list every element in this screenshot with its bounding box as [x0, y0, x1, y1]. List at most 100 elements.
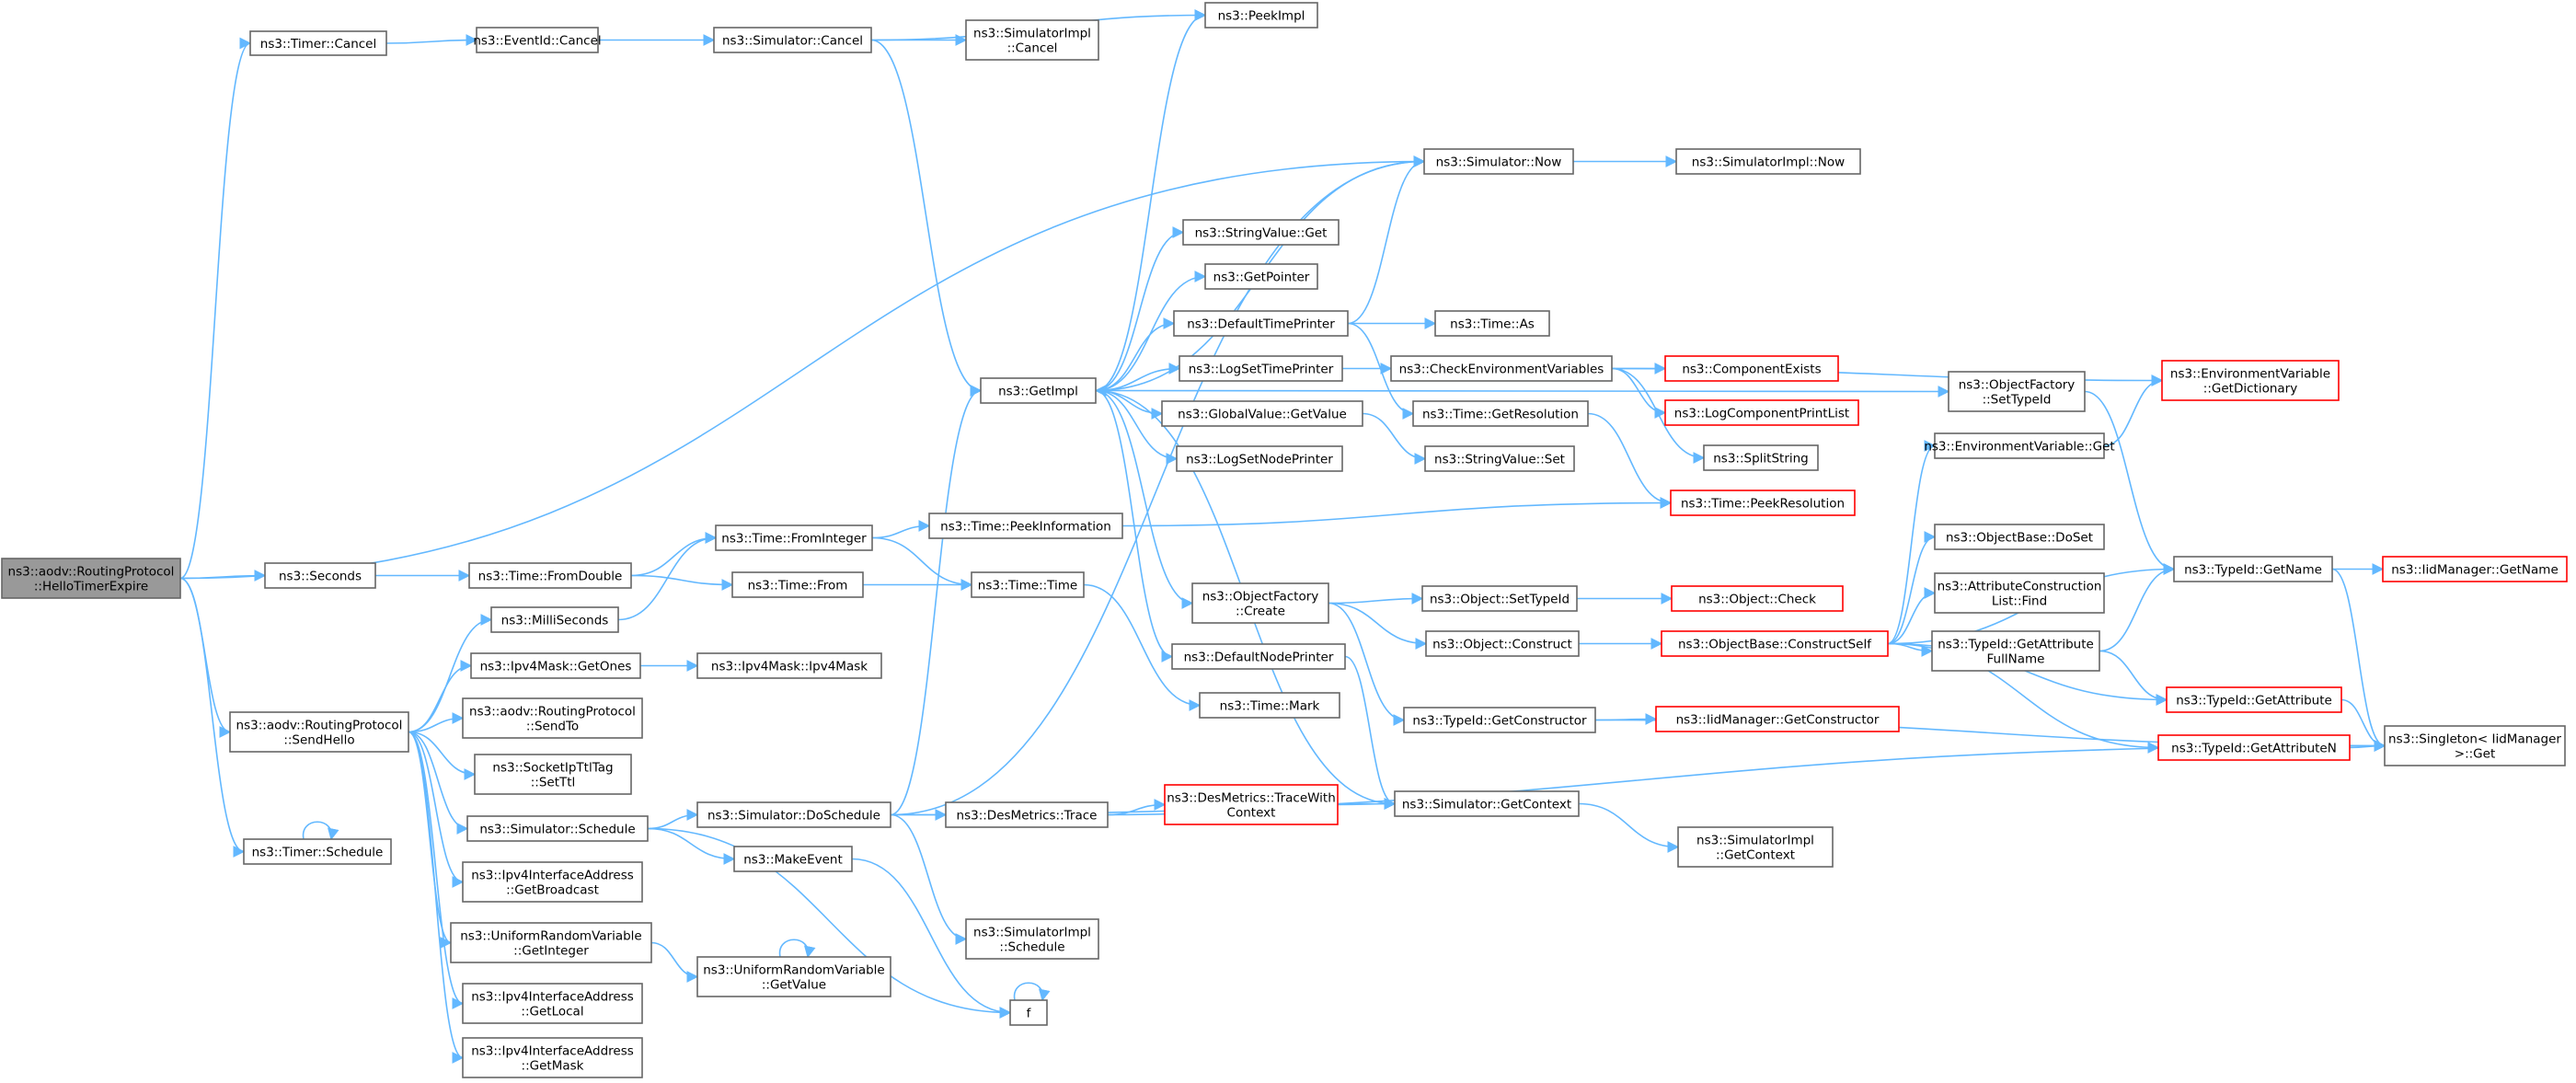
node-splitstring[interactable]: ns3::SplitString [1703, 444, 1819, 471]
node-time-mark[interactable]: ns3::Time::Mark [1199, 692, 1340, 719]
node-globalvalue-getvalue[interactable]: ns3::GlobalValue::GetValue [1161, 400, 1363, 427]
node-label: ns3::Ipv4Mask::GetOnes [480, 660, 632, 674]
node-urv-getinteger[interactable]: ns3::UniformRandomVariable::GetInteger [450, 922, 652, 963]
node-box [1176, 445, 1343, 472]
node-ipv4mask-getones[interactable]: ns3::Ipv4Mask::GetOnes [470, 652, 641, 679]
node-box [1670, 490, 1856, 516]
node-iidmanager-getconstructor[interactable]: ns3::IidManager::GetConstructor [1655, 706, 1900, 732]
node-time-frominteger[interactable]: ns3::Time::FromInteger [715, 524, 873, 551]
edge-aodv-sendhello-to-ipv4ifaddr-getbroadcast [408, 731, 465, 888]
node-simimpl-schedule[interactable]: ns3::SimulatorImpl::Schedule [965, 918, 1099, 960]
edge-objectfactory-settypeid-to-typeid-getname [2084, 390, 2176, 575]
node-sim-doschedule[interactable]: ns3::Simulator::DoSchedule [696, 801, 891, 828]
node-desmetrics-trace[interactable]: ns3::DesMetrics::Trace [945, 801, 1109, 828]
node-ipv4ifaddr-getbroadcast[interactable]: ns3::Ipv4InterfaceAddress::GetBroadcast [462, 861, 643, 903]
node-sim-now[interactable]: ns3::Simulator::Now [1423, 148, 1574, 175]
node-envvar-getdict[interactable]: ns3::EnvironmentVariable::GetDictionary [2161, 360, 2340, 401]
node-label: ::Schedule [999, 940, 1064, 955]
node-label: ns3::AttributeConstruction [1938, 580, 2102, 594]
node-urv-getvalue[interactable]: ns3::UniformRandomVariable::GetValue [696, 956, 891, 997]
node-milliseconds[interactable]: ns3::MilliSeconds [490, 606, 619, 633]
node-aodv-sendto[interactable]: ns3::aodv::RoutingProtocol::SendTo [462, 697, 643, 739]
node-box [715, 524, 873, 551]
node-object-check[interactable]: ns3::Object::Check [1671, 585, 1844, 612]
node-getimpl[interactable]: ns3::GetImpl [980, 377, 1097, 404]
node-label: ::GetDictionary [2203, 382, 2297, 397]
node-time-as[interactable]: ns3::Time::As [1434, 310, 1550, 337]
edge-root-to-timer-schedule [179, 577, 246, 858]
node-typeid-getattribute[interactable]: ns3::TypeId::GetAttribute [2166, 686, 2342, 713]
node-label: ns3::IidManager::GetConstructor [1676, 713, 1880, 728]
node-f[interactable]: f [1009, 999, 1048, 1026]
node-seconds[interactable]: ns3::Seconds [264, 562, 376, 589]
node-time-getresolution[interactable]: ns3::Time::GetResolution [1412, 400, 1589, 427]
edge-getimpl-to-stringvalue-get [1095, 226, 1185, 392]
node-makeevent[interactable]: ns3::MakeEvent [733, 846, 853, 872]
node-getpointer[interactable]: ns3::GetPointer [1204, 263, 1318, 290]
node-label: ::GetMask [522, 1059, 584, 1074]
node-label: ns3::ObjectBase::ConstructSelf [1678, 638, 1872, 652]
node-objectfactory-settypeid[interactable]: ns3::ObjectFactory::SetTypeId [1948, 371, 2086, 412]
node-objectfactory-create[interactable]: ns3::ObjectFactory::Create [1191, 582, 1329, 624]
node-ipv4ifaddr-getmask[interactable]: ns3::Ipv4InterfaceAddress::GetMask [462, 1037, 643, 1078]
node-defaultnodeprinter[interactable]: ns3::DefaultNodePrinter [1171, 643, 1346, 670]
node-sim-getcontext[interactable]: ns3::Simulator::GetContext [1394, 790, 1580, 817]
node-iidmanager-getname[interactable]: ns3::IidManager::GetName [2382, 556, 2568, 582]
node-box [466, 815, 649, 842]
node-ipv4mask-ipv4mask[interactable]: ns3::Ipv4Mask::Ipv4Mask [696, 652, 882, 679]
node-peekimpl[interactable]: ns3::PeekImpl [1204, 2, 1318, 29]
edge-sim-getcontext-to-simimpl-getcontext [1578, 802, 1680, 853]
node-root[interactable]: ns3::aodv::RoutingProtocol::HelloTimerEx… [1, 558, 181, 599]
node-objectbase-doset[interactable]: ns3::ObjectBase::DoSet [1934, 524, 2105, 550]
node-stringvalue-get[interactable]: ns3::StringValue::Get [1182, 219, 1340, 246]
node-simimpl-getcontext[interactable]: ns3::SimulatorImpl::GetContext [1677, 826, 1834, 868]
node-label: ns3::MilliSeconds [501, 614, 609, 628]
node-defaulttimeprinter[interactable]: ns3::DefaultTimePrinter [1173, 310, 1349, 337]
node-stringvalue-set[interactable]: ns3::StringValue::Set [1424, 445, 1575, 472]
edge-aodv-sendhello-to-socketipttltag-setttl [408, 731, 477, 780]
node-simimpl-now[interactable]: ns3::SimulatorImpl::Now [1675, 148, 1861, 175]
node-singleton-get[interactable]: ns3::Singleton< IidManager >::Get [2384, 725, 2566, 766]
node-typeid-getconstructor[interactable]: ns3::TypeId::GetConstructor [1403, 707, 1596, 733]
node-box [1412, 400, 1589, 427]
node-object-construct[interactable]: ns3::Object::Construct [1425, 630, 1580, 657]
node-socketipttltag-setttl[interactable]: ns3::SocketIpTtlTag::SetTtl [474, 754, 632, 795]
node-sim-cancel[interactable]: ns3::Simulator::Cancel [713, 27, 872, 53]
node-timer-schedule[interactable]: ns3::Timer::Schedule [243, 838, 392, 865]
node-envvar-get[interactable]: ns3::EnvironmentVariable::Get [1924, 432, 2115, 459]
node-checkenv[interactable]: ns3::CheckEnvironmentVariables [1390, 355, 1613, 382]
node-sim-schedule[interactable]: ns3::Simulator::Schedule [466, 815, 649, 842]
edge-sim-doschedule-to-getimpl [890, 385, 983, 816]
node-box [945, 801, 1109, 828]
node-typeid-getname[interactable]: ns3::TypeId::GetName [2173, 556, 2333, 582]
node-logsettimeprinter[interactable]: ns3::LogSetTimePrinter [1179, 355, 1343, 382]
edge-root-to-timer-cancel [179, 37, 252, 580]
node-box [696, 956, 891, 997]
node-object-settypeid[interactable]: ns3::Object::SetTypeId [1421, 585, 1578, 612]
node-time-peekinformation[interactable]: ns3::Time::PeekInformation [928, 513, 1123, 539]
node-componentexists[interactable]: ns3::ComponentExists [1664, 355, 1839, 382]
edge-time-time-to-time-mark [1083, 583, 1202, 711]
node-time-time[interactable]: ns3::Time::Time [971, 571, 1085, 598]
node-simimpl-cancel[interactable]: ns3::SimulatorImpl::Cancel [965, 19, 1099, 61]
node-logcomponentprintlist[interactable]: ns3::LogComponentPrintList [1664, 399, 1859, 426]
node-aodv-sendhello[interactable]: ns3::aodv::RoutingProtocol::SendHello [229, 711, 409, 753]
node-ipv4ifaddr-getlocal[interactable]: ns3::Ipv4InterfaceAddress::GetLocal [462, 983, 643, 1024]
node-objectbase-constructself[interactable]: ns3::ObjectBase::ConstructSelf [1661, 630, 1889, 657]
node-label: ::Create [1236, 605, 1285, 619]
node-typeid-getattributen[interactable]: ns3::TypeId::GetAttributeN [2157, 734, 2351, 761]
node-timer-cancel[interactable]: ns3::Timer::Cancel [249, 30, 387, 56]
node-time-peekresolution[interactable]: ns3::Time::PeekResolution [1670, 490, 1856, 516]
node-time-fromdouble[interactable]: ns3::Time::FromDouble [468, 562, 632, 589]
node-label: ns3::GlobalValue::GetValue [1178, 408, 1347, 422]
node-eventid-cancel[interactable]: ns3::EventId::Cancel [473, 27, 602, 53]
node-label: ns3::Timer::Cancel [260, 37, 376, 52]
node-box [450, 922, 652, 963]
node-logsetnodeprinter[interactable]: ns3::LogSetNodePrinter [1176, 445, 1343, 472]
node-time-from[interactable]: ns3::Time::From [731, 571, 864, 598]
node-label: ns3::Object::SetTypeId [1430, 593, 1570, 607]
node-box [1671, 585, 1844, 612]
